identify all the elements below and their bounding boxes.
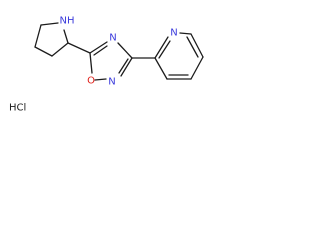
- oxadiazole-ring: [89, 41, 133, 81]
- salt-label: HCl: [9, 103, 26, 114]
- bond: [51, 42, 69, 57]
- bond: [154, 57, 168, 80]
- bond: [154, 36, 169, 59]
- bond: [179, 32, 192, 35]
- bond: [89, 41, 108, 54]
- bond: [158, 40, 171, 59]
- bond: [117, 42, 133, 59]
- atom-label-n: N: [109, 33, 116, 44]
- atom-label-nh: NH: [60, 16, 75, 27]
- atom-label-o: O: [87, 76, 95, 87]
- bond: [120, 57, 133, 77]
- bond: [186, 36, 199, 58]
- bond: [190, 56, 204, 80]
- pyridine-ring: [154, 32, 204, 80]
- bond: [94, 78, 107, 81]
- atom-label-n: N: [170, 28, 177, 39]
- bond: [190, 33, 204, 58]
- bond: [34, 24, 42, 48]
- chemical-structure: NH N O N N HCl: [9, 16, 204, 114]
- pyrrolidine-ring: [34, 22, 69, 57]
- bond: [89, 52, 93, 74]
- bond: [63, 29, 69, 44]
- bond: [40, 22, 59, 26]
- bond: [93, 45, 108, 56]
- bond: [118, 58, 129, 74]
- atom-label-n: N: [108, 77, 115, 88]
- bond: [67, 42, 91, 54]
- bond: [34, 46, 53, 57]
